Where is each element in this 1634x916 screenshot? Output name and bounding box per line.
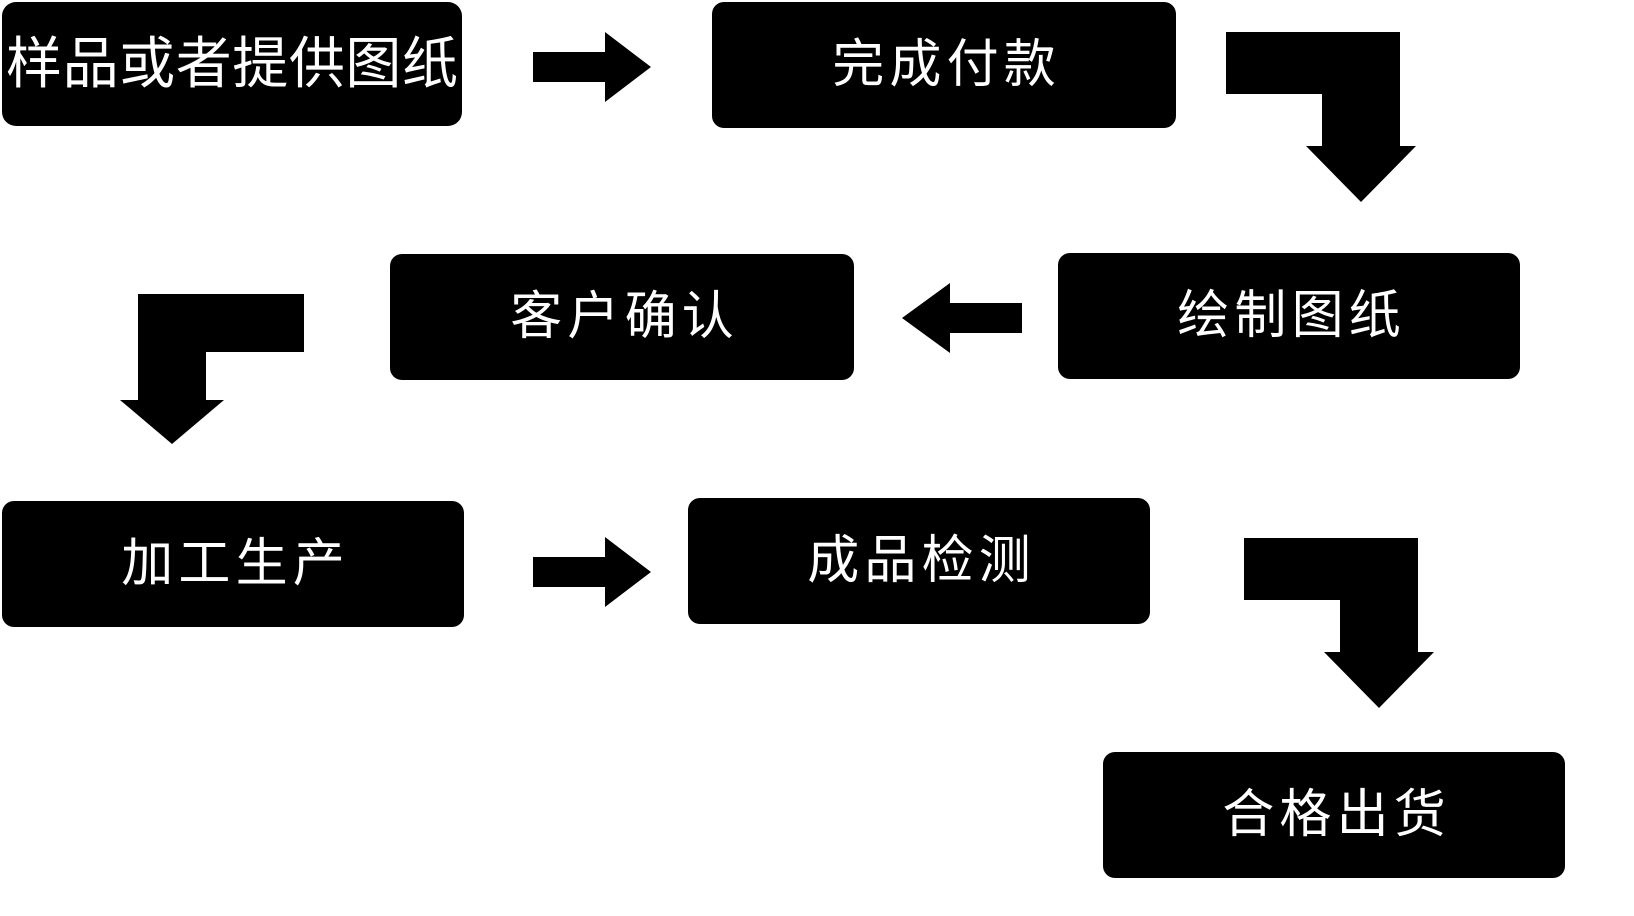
node-sample-label: 样品或者提供图纸 bbox=[6, 32, 459, 95]
elbow-right-down-arrow-icon bbox=[1226, 32, 1416, 202]
node-inspection-label: 成品检测 bbox=[807, 532, 1036, 590]
arrow-right-icon bbox=[533, 537, 651, 607]
node-inspection[interactable]: 成品检测 bbox=[688, 498, 1150, 624]
node-sample[interactable]: 样品或者提供图纸 bbox=[2, 2, 462, 126]
node-drawing-label: 绘制图纸 bbox=[1177, 287, 1406, 345]
connector-drawing-to-confirm bbox=[900, 283, 1022, 353]
node-shipping-label: 合格出货 bbox=[1222, 786, 1451, 844]
node-production-label: 加工生产 bbox=[121, 535, 350, 593]
arrow-right-icon bbox=[533, 32, 651, 102]
connector-confirm-to-production bbox=[120, 294, 304, 444]
connector-sample-to-payment bbox=[533, 32, 653, 102]
node-shipping[interactable]: 合格出货 bbox=[1103, 752, 1565, 878]
connector-inspection-to-shipping bbox=[1244, 538, 1434, 710]
node-payment-label: 完成付款 bbox=[832, 36, 1061, 94]
elbow-right-down-arrow-icon bbox=[1244, 538, 1434, 708]
connector-payment-to-drawing bbox=[1226, 32, 1416, 204]
node-confirm[interactable]: 客户确认 bbox=[390, 254, 854, 380]
node-drawing[interactable]: 绘制图纸 bbox=[1058, 253, 1520, 379]
node-production[interactable]: 加工生产 bbox=[2, 501, 464, 627]
node-confirm-label: 客户确认 bbox=[510, 288, 739, 346]
connector-production-to-inspection bbox=[533, 537, 653, 607]
node-payment[interactable]: 完成付款 bbox=[712, 2, 1176, 128]
elbow-left-down-arrow-icon bbox=[120, 294, 304, 444]
arrow-left-icon bbox=[902, 283, 1022, 353]
